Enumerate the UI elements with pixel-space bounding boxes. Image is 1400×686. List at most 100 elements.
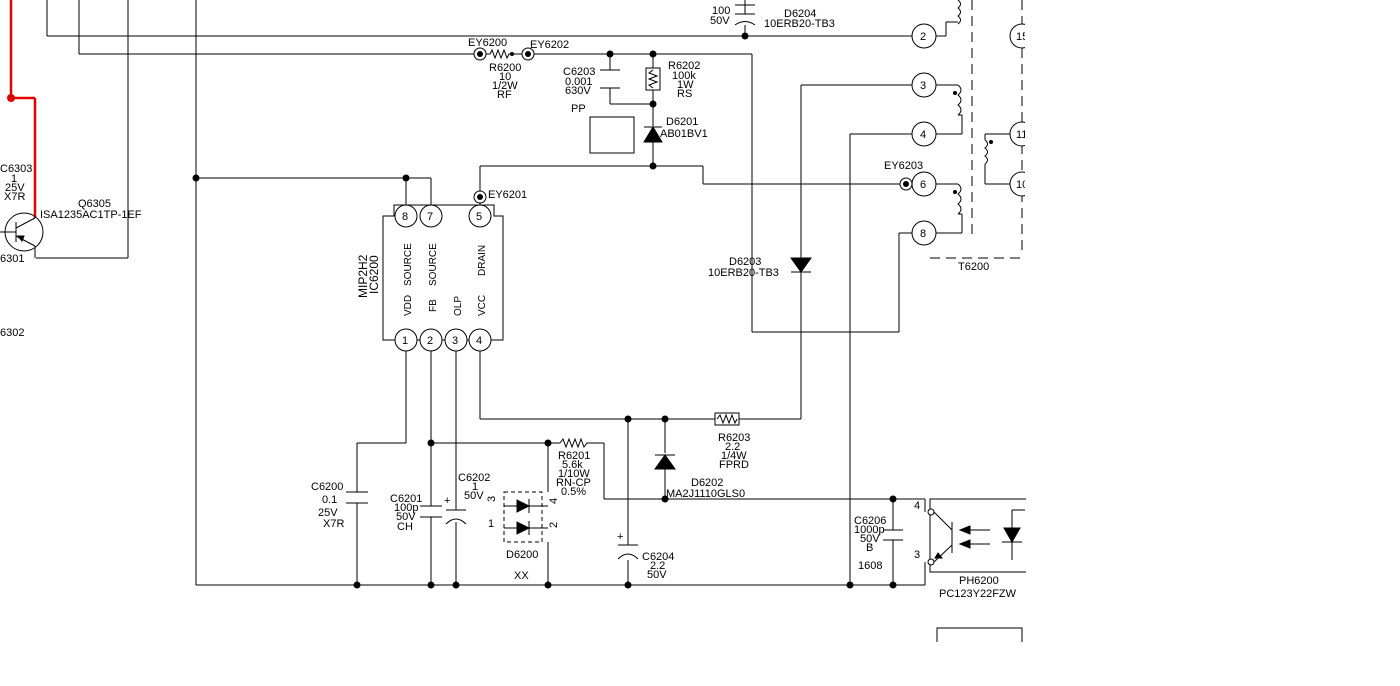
diode-d6202: D6202 MA2J1110GLS0 — [654, 454, 745, 500]
capacitor-top: 100 50V — [710, 4, 756, 27]
transistor-q6305: Q6305 ISA1235AC1TP-1EF — [0, 198, 142, 258]
svg-text:X7R: X7R — [323, 518, 344, 530]
pp-box — [589, 116, 635, 154]
ic-pin-3: 3 — [452, 335, 458, 347]
ic-ref: IC6200 — [367, 255, 381, 294]
capacitor-c6202: + C6202 1 50V — [444, 472, 490, 525]
svg-text:MA2J1110GLS0: MA2J1110GLS0 — [666, 488, 745, 500]
svg-text:C6206: C6206 — [854, 515, 886, 527]
t-pin-6: 6 — [920, 179, 926, 191]
partial-box — [936, 627, 1023, 642]
svg-text:R6201: R6201 — [558, 450, 590, 462]
svg-text:R6203: R6203 — [718, 432, 750, 444]
ic6200: 8 7 5 1 2 3 4 SOURCE SOURCE DRAIN VDD FB… — [356, 204, 504, 352]
ic-label-drain: DRAIN — [477, 245, 488, 276]
svg-text:10: 10 — [499, 71, 511, 83]
ic-label-vdd: VDD — [403, 295, 414, 316]
ic-pin-1: 1 — [402, 335, 408, 347]
capacitor-c6206: C6206 1000p 50V B 1608 — [854, 515, 903, 572]
diode-d6200: 3 4 1 2 D6200 XX — [486, 491, 560, 582]
svg-text:RN-CP: RN-CP — [556, 477, 591, 489]
d6200-pin-4: 4 — [548, 498, 560, 504]
svg-text:50V: 50V — [710, 15, 730, 27]
svg-text:C6200: C6200 — [311, 481, 343, 493]
svg-text:1000p: 1000p — [854, 524, 885, 536]
svg-text:C6201: C6201 — [390, 493, 422, 505]
svg-text:25V: 25V — [318, 507, 338, 519]
svg-text:EY6202: EY6202 — [530, 39, 569, 51]
ic-label-olp: OLP — [453, 296, 464, 316]
svg-text:50V: 50V — [464, 490, 484, 502]
diode-d6203: D6203 10ERB20-TB3 — [708, 256, 812, 279]
d6200-pin-3: 3 — [486, 496, 498, 502]
svg-text:100: 100 — [712, 5, 730, 17]
ic-pin-5: 5 — [476, 211, 482, 223]
crop-mask — [1025, 0, 1400, 686]
ic-pin-2: 2 — [427, 335, 433, 347]
svg-text:10ERB20-TB3: 10ERB20-TB3 — [708, 267, 779, 279]
svg-text:EY6203: EY6203 — [884, 160, 923, 172]
d6204-label: D6204 10ERB20-TB3 — [764, 8, 835, 30]
capacitor-c6200: C6200 0.1 25V X7R — [311, 481, 368, 530]
svg-text:RS: RS — [677, 88, 692, 100]
svg-text:FPRD: FPRD — [719, 459, 749, 471]
svg-text:1608: 1608 — [858, 560, 882, 572]
svg-text:100p: 100p — [394, 502, 418, 514]
svg-text:2.2: 2.2 — [650, 560, 665, 572]
ic-part: MIP2H2 — [356, 254, 370, 298]
capacitor-c6201: C6201 100p 50V CH — [390, 493, 442, 533]
svg-text:C6303: C6303 — [0, 163, 32, 175]
svg-text:25V: 25V — [5, 182, 25, 194]
svg-text:C6203: C6203 — [563, 66, 595, 78]
svg-text:1: 1 — [11, 173, 17, 185]
t-pin-2: 2 — [920, 31, 926, 43]
svg-text:50V: 50V — [647, 569, 667, 581]
svg-text:630V: 630V — [565, 85, 591, 97]
c6303-label: C6303 1 25V X7R — [0, 163, 32, 203]
svg-text:AB01BV1: AB01BV1 — [660, 128, 708, 140]
svg-text:0.5%: 0.5% — [561, 486, 586, 498]
svg-text:B: B — [866, 542, 873, 554]
pp-label: PP — [571, 103, 586, 115]
svg-text:D6201: D6201 — [666, 116, 698, 128]
resistor-r6201: R6201 5.6k 1/10W RN-CP 0.5% — [556, 437, 591, 498]
svg-text:50V: 50V — [860, 533, 880, 545]
t-pin-11: 11 — [1016, 129, 1027, 141]
svg-text:PH6200: PH6200 — [959, 575, 999, 587]
svg-text:1/2W: 1/2W — [492, 80, 518, 92]
svg-text:RF: RF — [497, 89, 512, 101]
ic-pin-8: 8 — [402, 211, 408, 223]
testpoint-ey6201: EY6201 — [473, 189, 527, 204]
svg-text:X7R: X7R — [4, 191, 25, 203]
resistor-r6200: EY6200 EY6202 R6200 10 1/2W RF — [468, 37, 569, 101]
ic-label-source-2: SOURCE — [428, 243, 439, 286]
svg-text:CH: CH — [397, 521, 413, 533]
ic-pin-7: 7 — [427, 211, 433, 223]
svg-text:2.2: 2.2 — [725, 441, 740, 453]
capacitor-c6203: C6203 0.001 630V — [563, 66, 620, 97]
transformer-t6200: 2 3 4 6 8 15 11 10 T6200 — [911, 0, 1035, 273]
svg-text:5.6k: 5.6k — [562, 459, 583, 471]
svg-text:+: + — [617, 531, 623, 543]
svg-text:1/4W: 1/4W — [721, 450, 747, 462]
svg-text:EY6201: EY6201 — [488, 189, 527, 201]
svg-text:50V: 50V — [396, 511, 416, 523]
svg-text:PC123Y22FZW: PC123Y22FZW — [939, 588, 1017, 600]
wires — [36, 0, 926, 586]
svg-text:0.1: 0.1 — [322, 494, 337, 506]
resistor-r6203: R6203 2.2 1/4W FPRD — [714, 412, 750, 471]
resistor-r6202: R6202 100k 1W RS — [645, 60, 700, 100]
svg-text:1: 1 — [472, 481, 478, 493]
testpoint-ey6203: EY6203 — [884, 160, 923, 191]
svg-text:0.001: 0.001 — [565, 76, 593, 88]
svg-text:1W: 1W — [677, 79, 694, 91]
q6305-part: ISA1235AC1TP-1EF — [40, 209, 142, 221]
svg-text:XX: XX — [514, 570, 529, 582]
svg-text:+: + — [444, 495, 450, 507]
diode-d6201: D6201 AB01BV1 — [643, 116, 708, 143]
svg-text:D6203: D6203 — [729, 256, 761, 268]
label-6301: 6301 — [0, 253, 24, 265]
svg-text:D6204: D6204 — [784, 8, 816, 20]
ic-label-fb: FB — [428, 299, 439, 312]
